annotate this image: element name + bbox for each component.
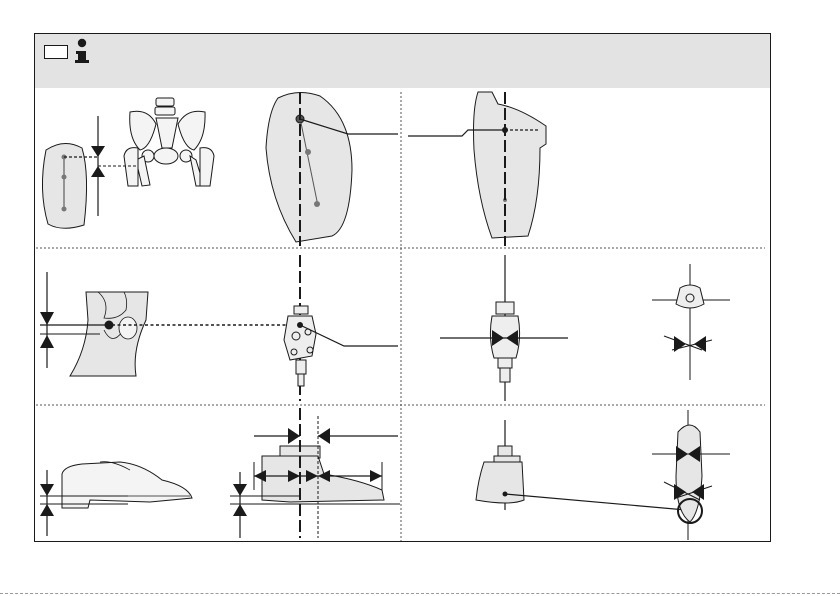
- socket-sagittal-line: [408, 92, 546, 246]
- pelvis-bones: [124, 98, 214, 186]
- knee-joint-height: [40, 272, 298, 376]
- prosthetic-knee-frontal: [284, 255, 398, 401]
- heel-height: [40, 462, 192, 536]
- pelvis-thigh-alignment: [42, 98, 214, 228]
- foot-frontal-alignment: [476, 420, 686, 510]
- page-bottom-rule: [0, 593, 840, 594]
- top-view-rotation: [652, 264, 730, 380]
- foot-sagittal-offset: [230, 408, 400, 538]
- arrow-up-marker: [40, 335, 54, 348]
- info-icon: [75, 39, 89, 63]
- arrow-down-marker: [91, 146, 105, 157]
- foot-rotation: [440, 255, 730, 401]
- arrow-down-marker: [40, 312, 54, 325]
- foot-sole-rotation: [652, 410, 730, 540]
- socket-lateral-line: [266, 92, 398, 246]
- arrow-up-marker: [91, 166, 105, 177]
- thigh-socket-front: [42, 143, 86, 228]
